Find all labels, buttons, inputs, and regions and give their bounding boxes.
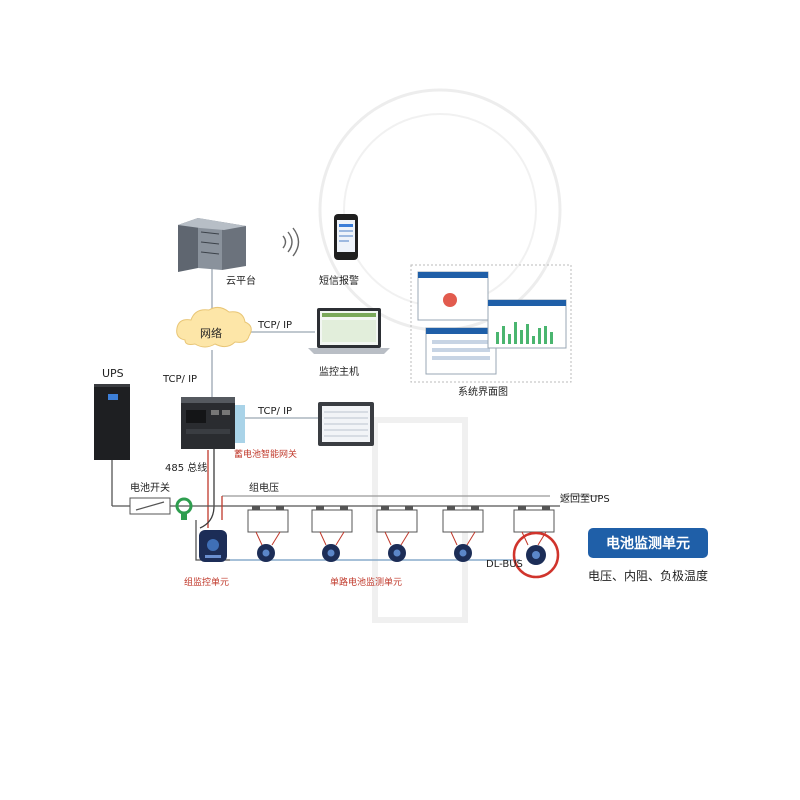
system-ui-label: 系统界面图: [458, 385, 508, 398]
wireless-icon: [282, 227, 300, 257]
ups-cabinet-icon: [94, 384, 130, 506]
tcp-ip-panel-label: TCP/ IP: [257, 406, 292, 417]
laptop-icon: [308, 308, 390, 354]
battery-switch-label: 电池开关: [130, 481, 170, 494]
dl-bus-label: DL-BUS: [486, 559, 523, 570]
battery-string: [247, 506, 560, 579]
bmu-description: 电压、内阻、负极温度: [588, 568, 708, 583]
group-voltage-label: 组电压: [249, 481, 279, 494]
tcp-ip-gateway-label: TCP/ IP: [162, 374, 197, 385]
network-lines: [211, 268, 318, 419]
highlight-ring: [512, 531, 560, 579]
sms-alarm-label: 短信报警: [319, 274, 359, 287]
gateway-label: 蓄电池智能网关: [234, 448, 297, 460]
battery-cell-5: [512, 506, 560, 579]
cloud-platform-label: 云平台: [226, 274, 256, 287]
ups-label: UPS: [102, 367, 124, 380]
system-ui-panel: [410, 264, 572, 383]
battery-cell-1: [247, 506, 289, 562]
battery-cell-3: [376, 506, 418, 562]
group-monitor-unit-label: 组监控单元: [184, 576, 229, 588]
tcp-ip-monitor-label: TCP/ IP: [257, 320, 292, 331]
network-cloud-icon: [176, 306, 252, 348]
monitor-host-label: 监控主机: [319, 365, 359, 378]
battery-cell-4: [442, 506, 484, 562]
network-label: 网络: [200, 326, 222, 340]
gateway-device-icon: [181, 397, 245, 449]
return-to-ups-label: 返回至UPS: [560, 493, 610, 505]
single-battery-unit-label: 单路电池监测单元: [330, 576, 402, 588]
bmu-callout: 电池监测单元 电压、内阻、负极温度: [588, 528, 708, 583]
phone-icon: [334, 214, 358, 260]
bus-wiring: [112, 449, 600, 561]
battery-cell-2: [311, 506, 353, 562]
battery-switch-icon: [129, 497, 171, 515]
panel-screen-icon: [318, 402, 374, 446]
cloud-server-icon: [178, 218, 246, 272]
bus-485-label: 485 总线: [165, 461, 207, 474]
bmu-title: 电池监测单元: [606, 535, 690, 552]
current-sensor-icon: [175, 497, 193, 520]
group-monitor-unit-icon: [199, 530, 227, 562]
